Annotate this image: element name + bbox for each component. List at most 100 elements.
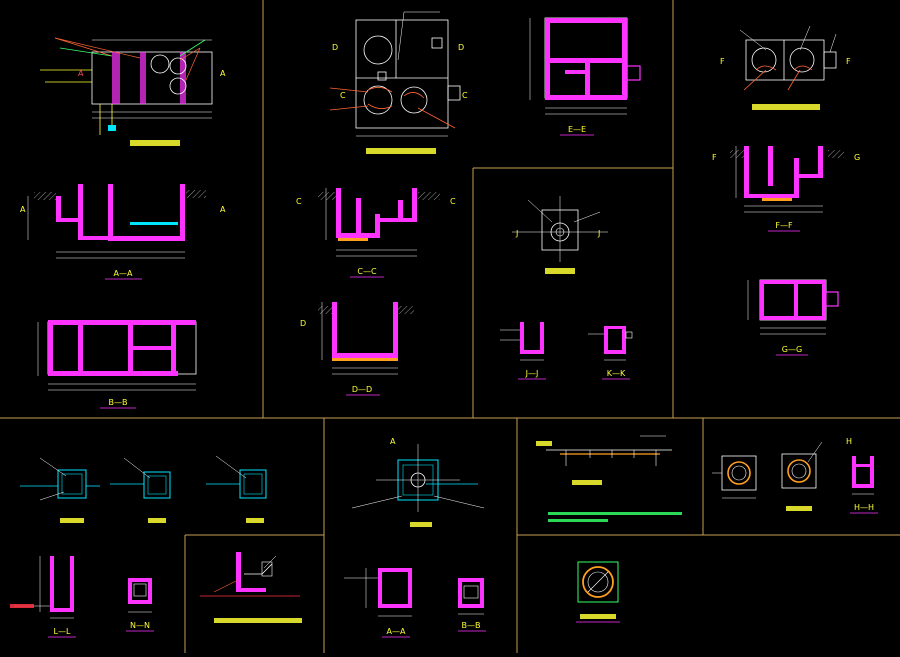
leader-line bbox=[59, 47, 113, 57]
wall-section bbox=[336, 188, 341, 238]
section-ff: F G F—F bbox=[712, 146, 860, 232]
cover-bar bbox=[587, 571, 609, 593]
wall-section bbox=[128, 578, 132, 604]
wall-section bbox=[48, 320, 53, 376]
cut-mark-label: C bbox=[450, 197, 456, 206]
leader-line bbox=[807, 441, 823, 463]
wall-section bbox=[356, 198, 361, 238]
small-detail-1 bbox=[20, 457, 100, 523]
cut-mark-label: F bbox=[720, 57, 725, 66]
section-label-jj: J—J bbox=[525, 369, 539, 378]
leader-line bbox=[123, 457, 151, 479]
pipe-fitting bbox=[133, 583, 147, 597]
section-label-aa: A—A bbox=[114, 269, 133, 278]
note-line bbox=[548, 519, 608, 522]
slab-section bbox=[458, 604, 484, 608]
chamber-wall bbox=[140, 52, 146, 104]
detail-box bbox=[781, 453, 817, 489]
cut-mark-label: D bbox=[332, 43, 338, 52]
wall-section bbox=[412, 188, 417, 222]
plan-view-2: D D C C bbox=[329, 11, 468, 154]
wall-section bbox=[78, 320, 83, 376]
cut-mark-label: A bbox=[220, 69, 226, 78]
pipe-fitting bbox=[625, 331, 633, 339]
slab-section bbox=[852, 484, 874, 488]
cut-mark-label: C bbox=[462, 91, 468, 100]
pipe-fitting bbox=[108, 125, 116, 131]
drawing-title-bar bbox=[214, 618, 302, 623]
section-bb: B—B bbox=[37, 320, 197, 409]
chamber-box bbox=[377, 71, 387, 81]
leader-line bbox=[527, 199, 553, 223]
wall-section bbox=[180, 184, 185, 238]
cut-mark-label: D bbox=[300, 319, 306, 328]
chamber-box bbox=[431, 37, 443, 49]
manhole-circle bbox=[751, 47, 777, 73]
pipe-profile bbox=[536, 435, 682, 522]
wall-section bbox=[545, 18, 627, 23]
detail-box bbox=[61, 473, 83, 495]
wall-section bbox=[852, 456, 856, 488]
detail-box bbox=[147, 475, 167, 495]
drawing-title-bar bbox=[752, 104, 820, 110]
slab-section bbox=[604, 326, 626, 329]
manhole-circle bbox=[731, 465, 747, 481]
wall-section bbox=[128, 578, 152, 582]
cut-mark-label: H bbox=[846, 437, 852, 446]
wall-section bbox=[133, 346, 171, 350]
leader-line bbox=[743, 69, 767, 91]
wall-section bbox=[622, 326, 626, 354]
manhole-detail-2 bbox=[781, 441, 823, 511]
section-ee: E—E bbox=[529, 17, 641, 136]
leader-line bbox=[351, 495, 403, 509]
leader-line bbox=[215, 455, 247, 479]
plan-outline bbox=[91, 51, 213, 105]
leader-line bbox=[739, 29, 767, 51]
wall-section bbox=[870, 456, 874, 488]
detail-box bbox=[721, 455, 757, 491]
wall-section bbox=[458, 578, 484, 582]
wall-section bbox=[48, 320, 196, 325]
section-label-gg: G—G bbox=[782, 345, 802, 354]
wall-section bbox=[70, 556, 74, 612]
detail-box bbox=[143, 471, 171, 499]
manhole-circle bbox=[789, 47, 815, 73]
leader-line bbox=[793, 65, 813, 71]
section-dd: D D—D bbox=[300, 302, 414, 396]
manhole-circle bbox=[169, 77, 187, 95]
drawing-title-bar bbox=[130, 140, 180, 146]
pipe-section bbox=[130, 222, 178, 225]
slab-section bbox=[852, 464, 874, 467]
cut-mark-label: C bbox=[340, 91, 346, 100]
slab-section bbox=[128, 600, 152, 604]
section-kk: K—K bbox=[588, 326, 633, 380]
wall-section bbox=[56, 196, 61, 222]
drawing-title-bar bbox=[536, 441, 552, 446]
manhole-circle bbox=[363, 85, 393, 115]
leader-line bbox=[329, 105, 369, 111]
plan-view-1: A A bbox=[40, 37, 226, 146]
wall-section bbox=[480, 578, 484, 608]
leader-line bbox=[755, 65, 777, 71]
leader-line bbox=[39, 457, 67, 477]
leader-line bbox=[397, 11, 405, 61]
manhole-circle bbox=[587, 571, 609, 593]
cut-mark-label: G bbox=[854, 153, 860, 162]
wall-section bbox=[393, 302, 398, 358]
step-detail bbox=[200, 552, 302, 623]
ground-hatch bbox=[398, 306, 414, 314]
leader-line bbox=[573, 211, 601, 223]
slab-section bbox=[375, 218, 417, 222]
wall-section bbox=[78, 184, 83, 238]
slab-section bbox=[520, 350, 544, 354]
wall-section bbox=[236, 552, 241, 592]
manhole-circle bbox=[169, 57, 187, 75]
slab-section bbox=[78, 236, 113, 240]
wall-section bbox=[375, 214, 380, 236]
wall-section bbox=[148, 578, 152, 604]
manhole-circle bbox=[791, 463, 807, 479]
wall-section bbox=[604, 326, 608, 354]
section-label-bb-2: B—B bbox=[462, 621, 481, 630]
drawing-title-bar bbox=[580, 614, 616, 619]
